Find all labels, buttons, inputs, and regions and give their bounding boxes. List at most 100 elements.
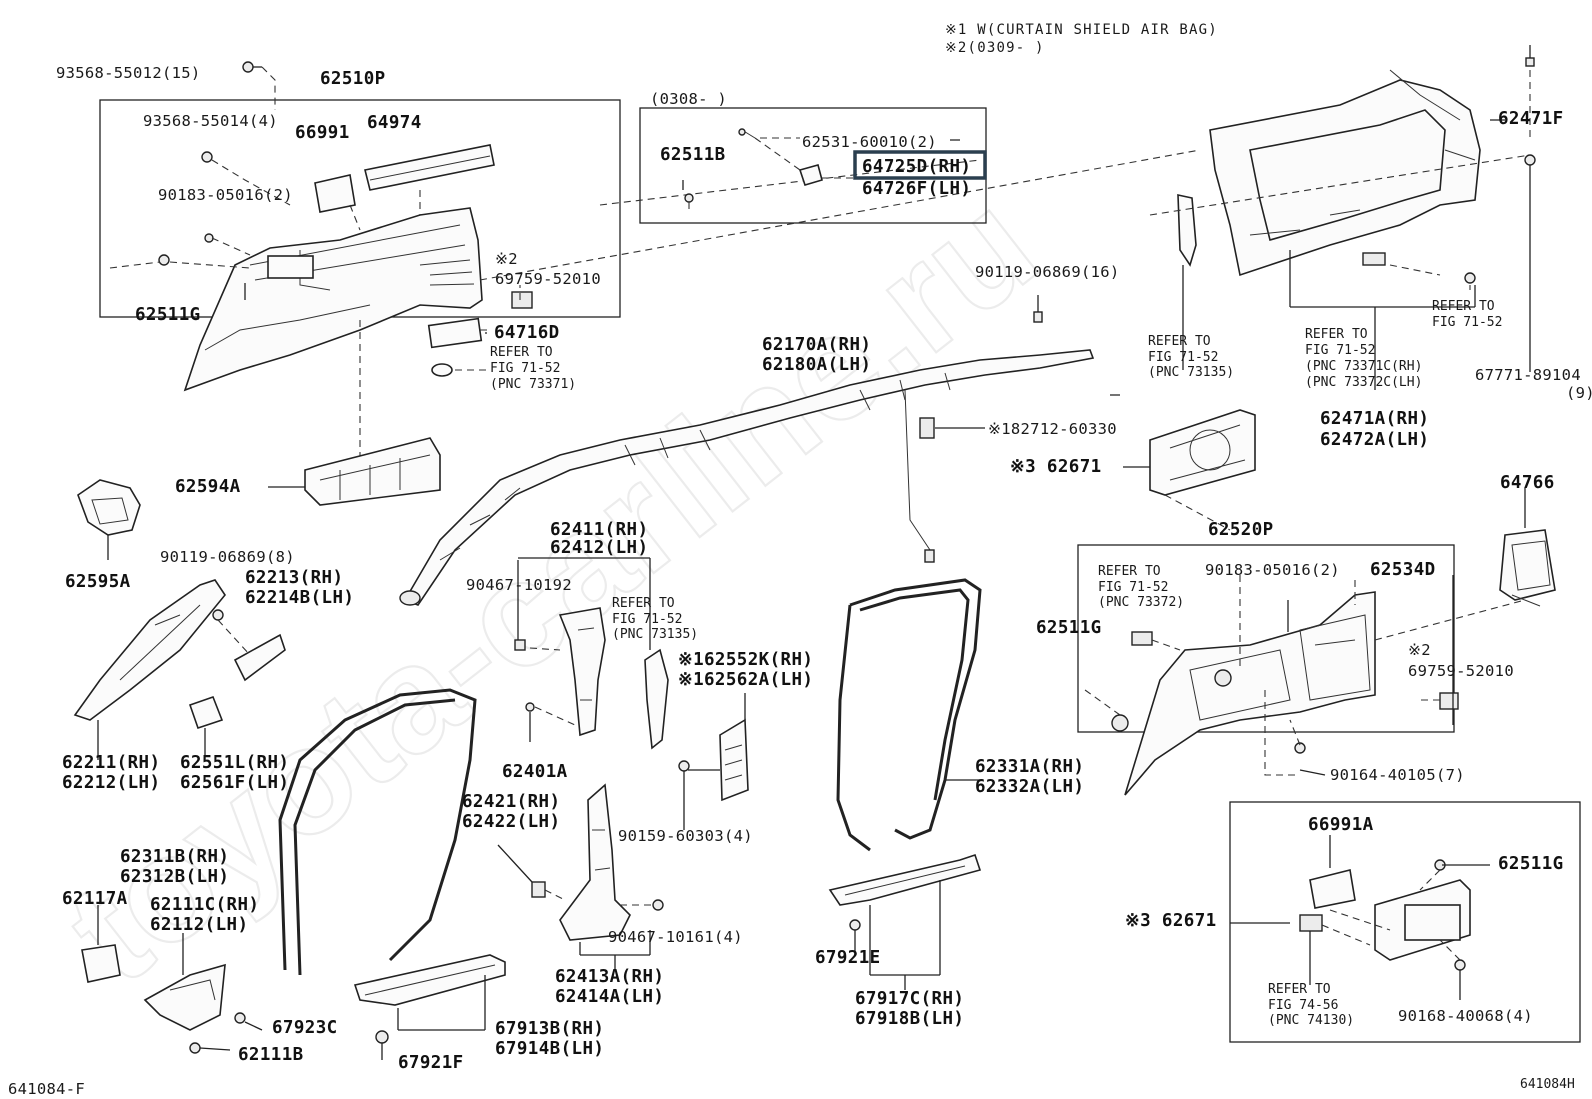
label-note2-b: ※2: [1408, 641, 1431, 659]
label-64726F: 64726F(LH): [862, 179, 971, 199]
back-door-trim-upper: [1209, 69, 1481, 277]
part-66991: [314, 174, 356, 213]
label-62421: 62421(RH): [462, 792, 560, 812]
part-left-garnish-strip: [1177, 194, 1197, 267]
speaker-grille-62671: [1149, 409, 1256, 496]
clip-90467-10192: [514, 639, 526, 651]
label-62214B: 62214B(LH): [245, 588, 354, 608]
highlight-box-64725D: [853, 150, 987, 180]
label-62471F: 62471F: [1498, 109, 1564, 129]
clip-73371C: [1362, 252, 1386, 266]
label-62170A: 62170A(RH): [762, 335, 871, 355]
label-66991: 66991: [295, 123, 350, 143]
screw-90119-06869-16: [1033, 295, 1043, 323]
label-62471A: 62471A(RH): [1320, 409, 1429, 429]
label-62411: 62411(RH): [550, 520, 648, 540]
inset-clip-assembly: [684, 128, 855, 210]
clip-62421: [531, 881, 546, 898]
quarter-trim-panel-upper-left: [183, 207, 483, 392]
refer-74130-line2: FIG 74-56: [1268, 998, 1338, 1013]
screw-90164-40105: [1294, 742, 1306, 754]
label-62117A: 62117A: [62, 889, 128, 909]
label-69759-52010-a: 69759-52010: [495, 270, 601, 288]
refer-73135b-line2: FIG 71-52: [612, 612, 682, 627]
clip-71-52: [1464, 272, 1476, 284]
label-62595A: 62595A: [65, 572, 131, 592]
part-64974: [364, 144, 495, 191]
part-62111C-cowl-side: [143, 963, 226, 1031]
label-62401A: 62401A: [502, 762, 568, 782]
inset-date-label: (0308- ): [650, 90, 727, 108]
label-62561F: 62561F(LH): [180, 773, 289, 793]
label-67918B: 67918B(LH): [855, 1009, 964, 1029]
label-90168-40068: 90168-40068(4): [1398, 1007, 1533, 1025]
label-90119-06869-8: 90119-06869(8): [160, 548, 295, 566]
part-62411-garnish: [644, 648, 669, 750]
part-62411-b-pillar: [558, 607, 606, 737]
part-62331A-weatherstrip: [836, 578, 982, 852]
label-62213: 62213(RH): [245, 568, 343, 588]
part-64766: [1499, 529, 1556, 607]
label-62510P: 62510P: [320, 69, 386, 89]
clip-67921E: [849, 919, 861, 931]
screw-93568-55014: [201, 151, 213, 163]
clip-74130: [1299, 914, 1323, 932]
part-62213: [212, 609, 286, 682]
part-67917C-scuff-plate: [828, 853, 982, 906]
label-62312B: 62312B(LH): [120, 867, 229, 887]
refer-71-52-line2: FIG 71-52: [1432, 315, 1502, 330]
part-162552K: [719, 718, 749, 802]
group-box-62520P: [1077, 544, 1455, 733]
part-speaker-62671-b: [1374, 879, 1471, 961]
clip-90183-05016-a: [204, 233, 214, 243]
part-67913B-scuff-plate: [353, 954, 506, 1006]
note-date-0309: ※2(0309- ): [945, 40, 1045, 56]
label-90164-40105: 90164-40105(7): [1330, 766, 1465, 784]
part-62421-lower-pillar: [559, 783, 631, 941]
label-62511G-a: 62511G: [135, 305, 201, 325]
label-62671-a: ※3 62671: [1010, 457, 1102, 477]
refer-73372-line2: FIG 71-52: [1098, 580, 1168, 595]
label-62111B: 62111B: [238, 1045, 304, 1065]
note-curtain-shield: ※1 W(CURTAIN SHIELD AIR BAG): [945, 22, 1218, 38]
refer-73135b-line3: (PNC 73135): [612, 627, 698, 642]
label-note2-a: ※2: [495, 250, 518, 268]
clip-67923C: [234, 1012, 246, 1024]
label-93568-55014: 93568-55014(4): [143, 112, 278, 130]
part-69759-52010-a: [511, 291, 533, 309]
refer-73371-line2: FIG 71-52: [490, 361, 560, 376]
refer-73371C-line1: REFER TO: [1305, 327, 1368, 342]
part-62595A: [77, 479, 141, 536]
refer-71-52-line1: REFER TO: [1432, 299, 1495, 314]
label-90467-10161: 90467-10161(4): [608, 928, 743, 946]
label-67923C: 67923C: [272, 1018, 338, 1038]
refer-73135-line2: FIG 71-52: [1148, 350, 1218, 365]
label-62311B: 62311B(RH): [120, 847, 229, 867]
label-62472A: 62472A(LH): [1320, 430, 1429, 450]
label-62212: 62212(LH): [62, 773, 160, 793]
refer-73135-line1: REFER TO: [1148, 334, 1211, 349]
refer-73371C-line4: (PNC 73372C(LH): [1305, 375, 1422, 390]
label-67921F: 67921F: [398, 1053, 464, 1073]
label-90119-06869-16: 90119-06869(16): [975, 263, 1119, 281]
label-93568-55012: 93568-55012(15): [56, 64, 200, 82]
footer-code-left: 641084-F: [8, 1080, 85, 1098]
refer-73371C-line2: FIG 71-52: [1305, 343, 1375, 358]
refer-73135-line3: (PNC 73135): [1148, 365, 1234, 380]
clip-73372: [1131, 631, 1153, 646]
part-62594A: [304, 437, 441, 506]
clip-62401A: [525, 702, 535, 712]
part-62211-pillar: [73, 579, 226, 721]
label-67913B: 67913B(RH): [495, 1019, 604, 1039]
label-182712-60330: ※182712-60330: [988, 420, 1117, 438]
label-62112: 62112(LH): [150, 915, 248, 935]
screw-93568-55012: [242, 61, 262, 73]
clip-67921F: [375, 1030, 389, 1044]
label-62414A: 62414A(LH): [555, 987, 664, 1007]
label-62111C: 62111C(RH): [150, 895, 259, 915]
clip-90467-10161: [652, 899, 664, 911]
label-62331A: 62331A(RH): [975, 757, 1084, 777]
label-162562A: ※162562A(LH): [678, 670, 813, 690]
part-62311B-weatherstrip: [278, 688, 477, 976]
